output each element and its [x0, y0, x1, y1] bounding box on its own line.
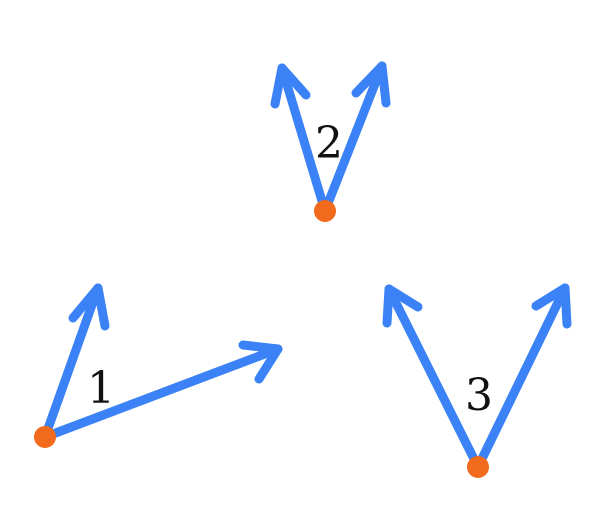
angle-2-ray-left-arrowhead — [270, 63, 311, 109]
angle-3-vertex-dot — [467, 456, 489, 478]
angle-1-ray-right-arrowhead — [238, 340, 283, 384]
angle-1-ray-right — [40, 344, 283, 442]
angle-1-label: 1 — [87, 363, 115, 414]
angle-1-vertex-dot — [34, 426, 56, 448]
angle-3-ray-right — [473, 283, 570, 472]
angle-3-figure: 3 — [382, 283, 572, 478]
angle-2-label: 2 — [315, 118, 343, 169]
angle-2-ray-right-arrowhead — [351, 61, 391, 108]
angle-2-vertex-dot — [314, 200, 336, 222]
angle-3-label: 3 — [465, 370, 493, 421]
angle-3-ray-left — [384, 284, 483, 472]
angle-2-ray-left — [277, 63, 330, 216]
angle-2-ray-right — [320, 61, 387, 216]
angle-1-figure: 1 — [34, 283, 283, 448]
angle-1-ray-left — [40, 283, 103, 442]
angle-2-figure: 2 — [270, 61, 391, 222]
angle-3-ray-right-arrowhead — [531, 283, 572, 329]
angle-1-ray-left-arrowhead — [68, 283, 110, 331]
angle-3-ray-left-arrowhead — [382, 284, 423, 328]
